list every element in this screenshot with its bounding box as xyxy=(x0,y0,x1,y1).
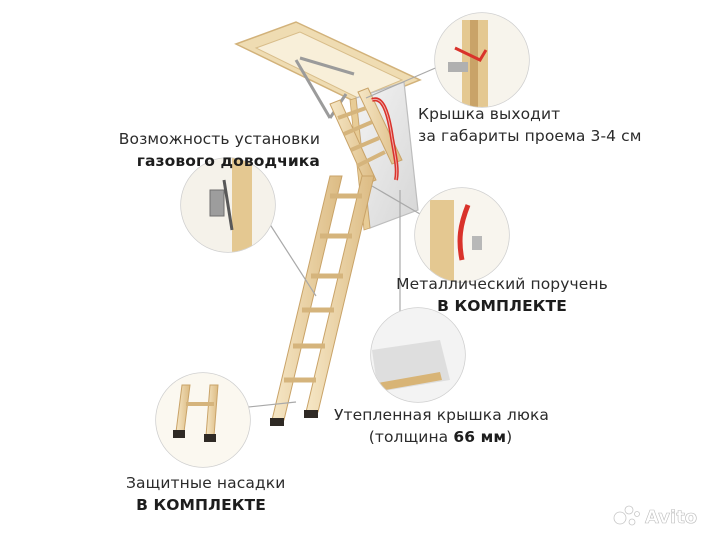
lower-ladder-section xyxy=(270,175,375,426)
detail-circle-insulated-lid xyxy=(370,307,466,403)
detail-circle-handrail xyxy=(414,187,510,283)
caption-tips-line1: Защитные насадки xyxy=(126,474,286,492)
caption-insulated-lid-line1: Утепленная крышка люка xyxy=(334,406,550,424)
callout-connectors xyxy=(219,65,441,411)
caption-gas-closer-line2: газового доводчика xyxy=(136,152,320,170)
caption-tips-line2: В КОМПЛЕКТЕ xyxy=(136,496,266,514)
caption-gas-closer: Возможность установки газового доводчика xyxy=(100,128,320,172)
detail-circle-gas-closer xyxy=(180,157,276,253)
detail-circle-lid-edge xyxy=(434,12,530,108)
caption-tips: Защитные насадки В КОМПЛЕКТЕ xyxy=(126,472,286,516)
caption-gas-closer-line1: Возможность установки xyxy=(118,130,320,148)
avito-watermark-text: Avito xyxy=(645,507,697,528)
caption-handrail-line1: Металлический поручень xyxy=(396,275,608,293)
caption-insulated-lid-line2: (толщина 66 мм) xyxy=(334,426,547,448)
upper-ladder-section xyxy=(329,87,403,185)
caption-lid-overhang: Крышка выходит за габариты проема 3-4 см xyxy=(418,103,642,147)
caption-lid-overhang-line2: за габариты проема 3-4 см xyxy=(418,127,642,145)
caption-lid-overhang-line1: Крышка выходит xyxy=(418,105,561,123)
caption-handrail: Металлический поручень В КОМПЛЕКТЕ xyxy=(388,273,616,317)
caption-insulated-lid: Утепленная крышка люка (толщина 66 мм) xyxy=(334,404,550,448)
caption-insulated-lid-prefix: (толщина xyxy=(368,428,454,446)
hatch-frame xyxy=(234,21,422,105)
caption-insulated-lid-thickness: 66 мм xyxy=(453,428,507,446)
caption-handrail-line2: В КОМПЛЕКТЕ xyxy=(437,297,567,315)
caption-insulated-lid-suffix: ) xyxy=(506,428,513,446)
detail-circle-tips xyxy=(155,372,251,468)
avito-watermark-logo: Avito xyxy=(613,505,697,528)
